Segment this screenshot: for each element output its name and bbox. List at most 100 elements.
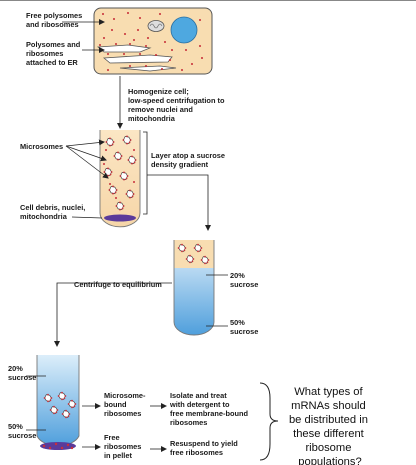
ribosome-dot: [122, 205, 125, 207]
label-free-polysomes: Free polysomes and ribosomes: [26, 11, 84, 29]
ribosome-dot: [189, 254, 191, 257]
ribosome-dot: [108, 189, 111, 191]
ribosome-dot: [184, 48, 188, 52]
ribosome-dot: [112, 141, 115, 143]
label-20-sucrose-tube2: 20% sucrose: [230, 271, 258, 289]
ribosome-dot: [128, 64, 132, 68]
ribosome-dot: [138, 16, 142, 20]
ribosome-dot: [105, 141, 108, 143]
ribosome-dot: [65, 416, 67, 419]
ribosome-dot: [180, 68, 184, 72]
ribosome-dot: [115, 189, 118, 191]
label-microsome-bound: Microsome- bound ribosomes: [104, 391, 148, 418]
ribosome-dot: [129, 196, 131, 199]
label-resuspend: Resuspend to yield free ribosomes: [170, 439, 240, 457]
ribosome-dot: [193, 247, 196, 249]
ribosome-dot: [177, 247, 180, 249]
ribosome-dot: [68, 413, 71, 415]
ribosome-dot: [47, 400, 49, 403]
mitochondrion-cristae: [149, 23, 163, 29]
ribosome-dot: [50, 397, 53, 399]
leader-microsomes-2: [65, 145, 107, 162]
ribosome-dot: [112, 17, 116, 21]
tube-2-sample-layer: [174, 240, 214, 268]
ribosome-dot: [53, 412, 55, 415]
ribosome-dot: [204, 255, 206, 258]
microsome-band: [42, 391, 77, 450]
ribosome-dot: [146, 36, 150, 40]
ribosome-dot: [102, 36, 106, 40]
ribosome-dot: [207, 259, 210, 261]
ribosome-dot: [128, 42, 132, 46]
ribosome-dot: [117, 151, 119, 154]
ribosome-dot: [64, 395, 67, 397]
ribosome-dot: [122, 52, 126, 56]
ribosome-dot: [71, 406, 73, 409]
ribosome-dot: [63, 397, 66, 400]
ribosome-dot: [71, 399, 73, 402]
ribosome-dot: [61, 391, 63, 394]
ribosome-dot: [43, 397, 46, 399]
ribosome-dot: [200, 259, 203, 261]
ribosome-dot: [111, 143, 114, 146]
debris-pellet: [104, 214, 136, 222]
leader-microsomes-1: [65, 139, 105, 147]
cell: [93, 7, 213, 75]
ribosome-dot: [181, 250, 183, 253]
ribosome-dot: [65, 409, 67, 412]
ribosome-dot: [49, 409, 52, 411]
ribosome-dot: [114, 42, 118, 46]
ribosome-dot: [189, 261, 191, 264]
tube-equilibrium: [36, 355, 80, 450]
ribosome-dot: [55, 411, 58, 414]
ribosome-dot: [198, 18, 202, 22]
ribosome-dot: [134, 159, 137, 161]
arrow-centrifuge: [54, 282, 172, 347]
ribosome-dot: [113, 155, 116, 157]
ribosome-dot: [106, 68, 110, 72]
ribosome-dot: [109, 137, 111, 140]
ribosome-dot: [200, 56, 204, 60]
label-20-sucrose-tube3: 20% sucrose: [8, 364, 36, 382]
tube-microsomes: [99, 130, 141, 228]
ribosome-dot: [121, 207, 124, 210]
leader-debris: [71, 216, 103, 219]
ribosome-dot: [125, 177, 128, 180]
ribosome-dot: [126, 11, 130, 15]
ribosome-dot: [131, 162, 133, 165]
ribosome-dot: [197, 250, 199, 253]
ribosome-dot: [101, 12, 105, 16]
ribosome-dot: [133, 181, 135, 183]
label-isolate-treat: Isolate and treat with detergent to free…: [169, 391, 250, 427]
label-free-ribosomes-pellet: Free ribosomes in pellet: [104, 433, 143, 460]
ribosome-dot: [112, 185, 114, 188]
label-centrifuge: Centrifuge to equilibrium: [74, 280, 162, 289]
tube-1-body: [99, 130, 141, 228]
ribosome-dot: [56, 409, 59, 411]
ribosome-dot: [200, 247, 203, 249]
ribosome-dot: [109, 173, 112, 176]
ribosome-dot: [61, 413, 64, 415]
ribosome-dot: [199, 249, 202, 252]
ribosome-dot: [114, 191, 117, 194]
ribosome-dot: [126, 175, 129, 177]
ribosome-dot: [109, 183, 111, 185]
ribosome-dot: [129, 139, 132, 141]
ribosome-dot: [61, 398, 63, 401]
mitochondrion: [147, 20, 165, 32]
leader-microsomes-3: [65, 145, 109, 179]
ribosome-dot: [119, 208, 121, 211]
ribosome-dot: [119, 175, 122, 177]
curly-brace: [259, 382, 279, 461]
ribosome-dot: [158, 12, 162, 16]
free-ribosomes: [98, 11, 204, 72]
ribosome-dot: [206, 261, 209, 264]
ribosome-dot: [191, 260, 194, 263]
ribosome-dot: [67, 415, 70, 418]
ribosome-dot: [53, 405, 55, 408]
ribosome-dot: [160, 67, 164, 71]
ribosome-dot: [54, 442, 58, 446]
ribosome-dot: [131, 195, 134, 198]
ribosome-dot: [129, 189, 131, 192]
ribosome-dot: [105, 149, 107, 151]
